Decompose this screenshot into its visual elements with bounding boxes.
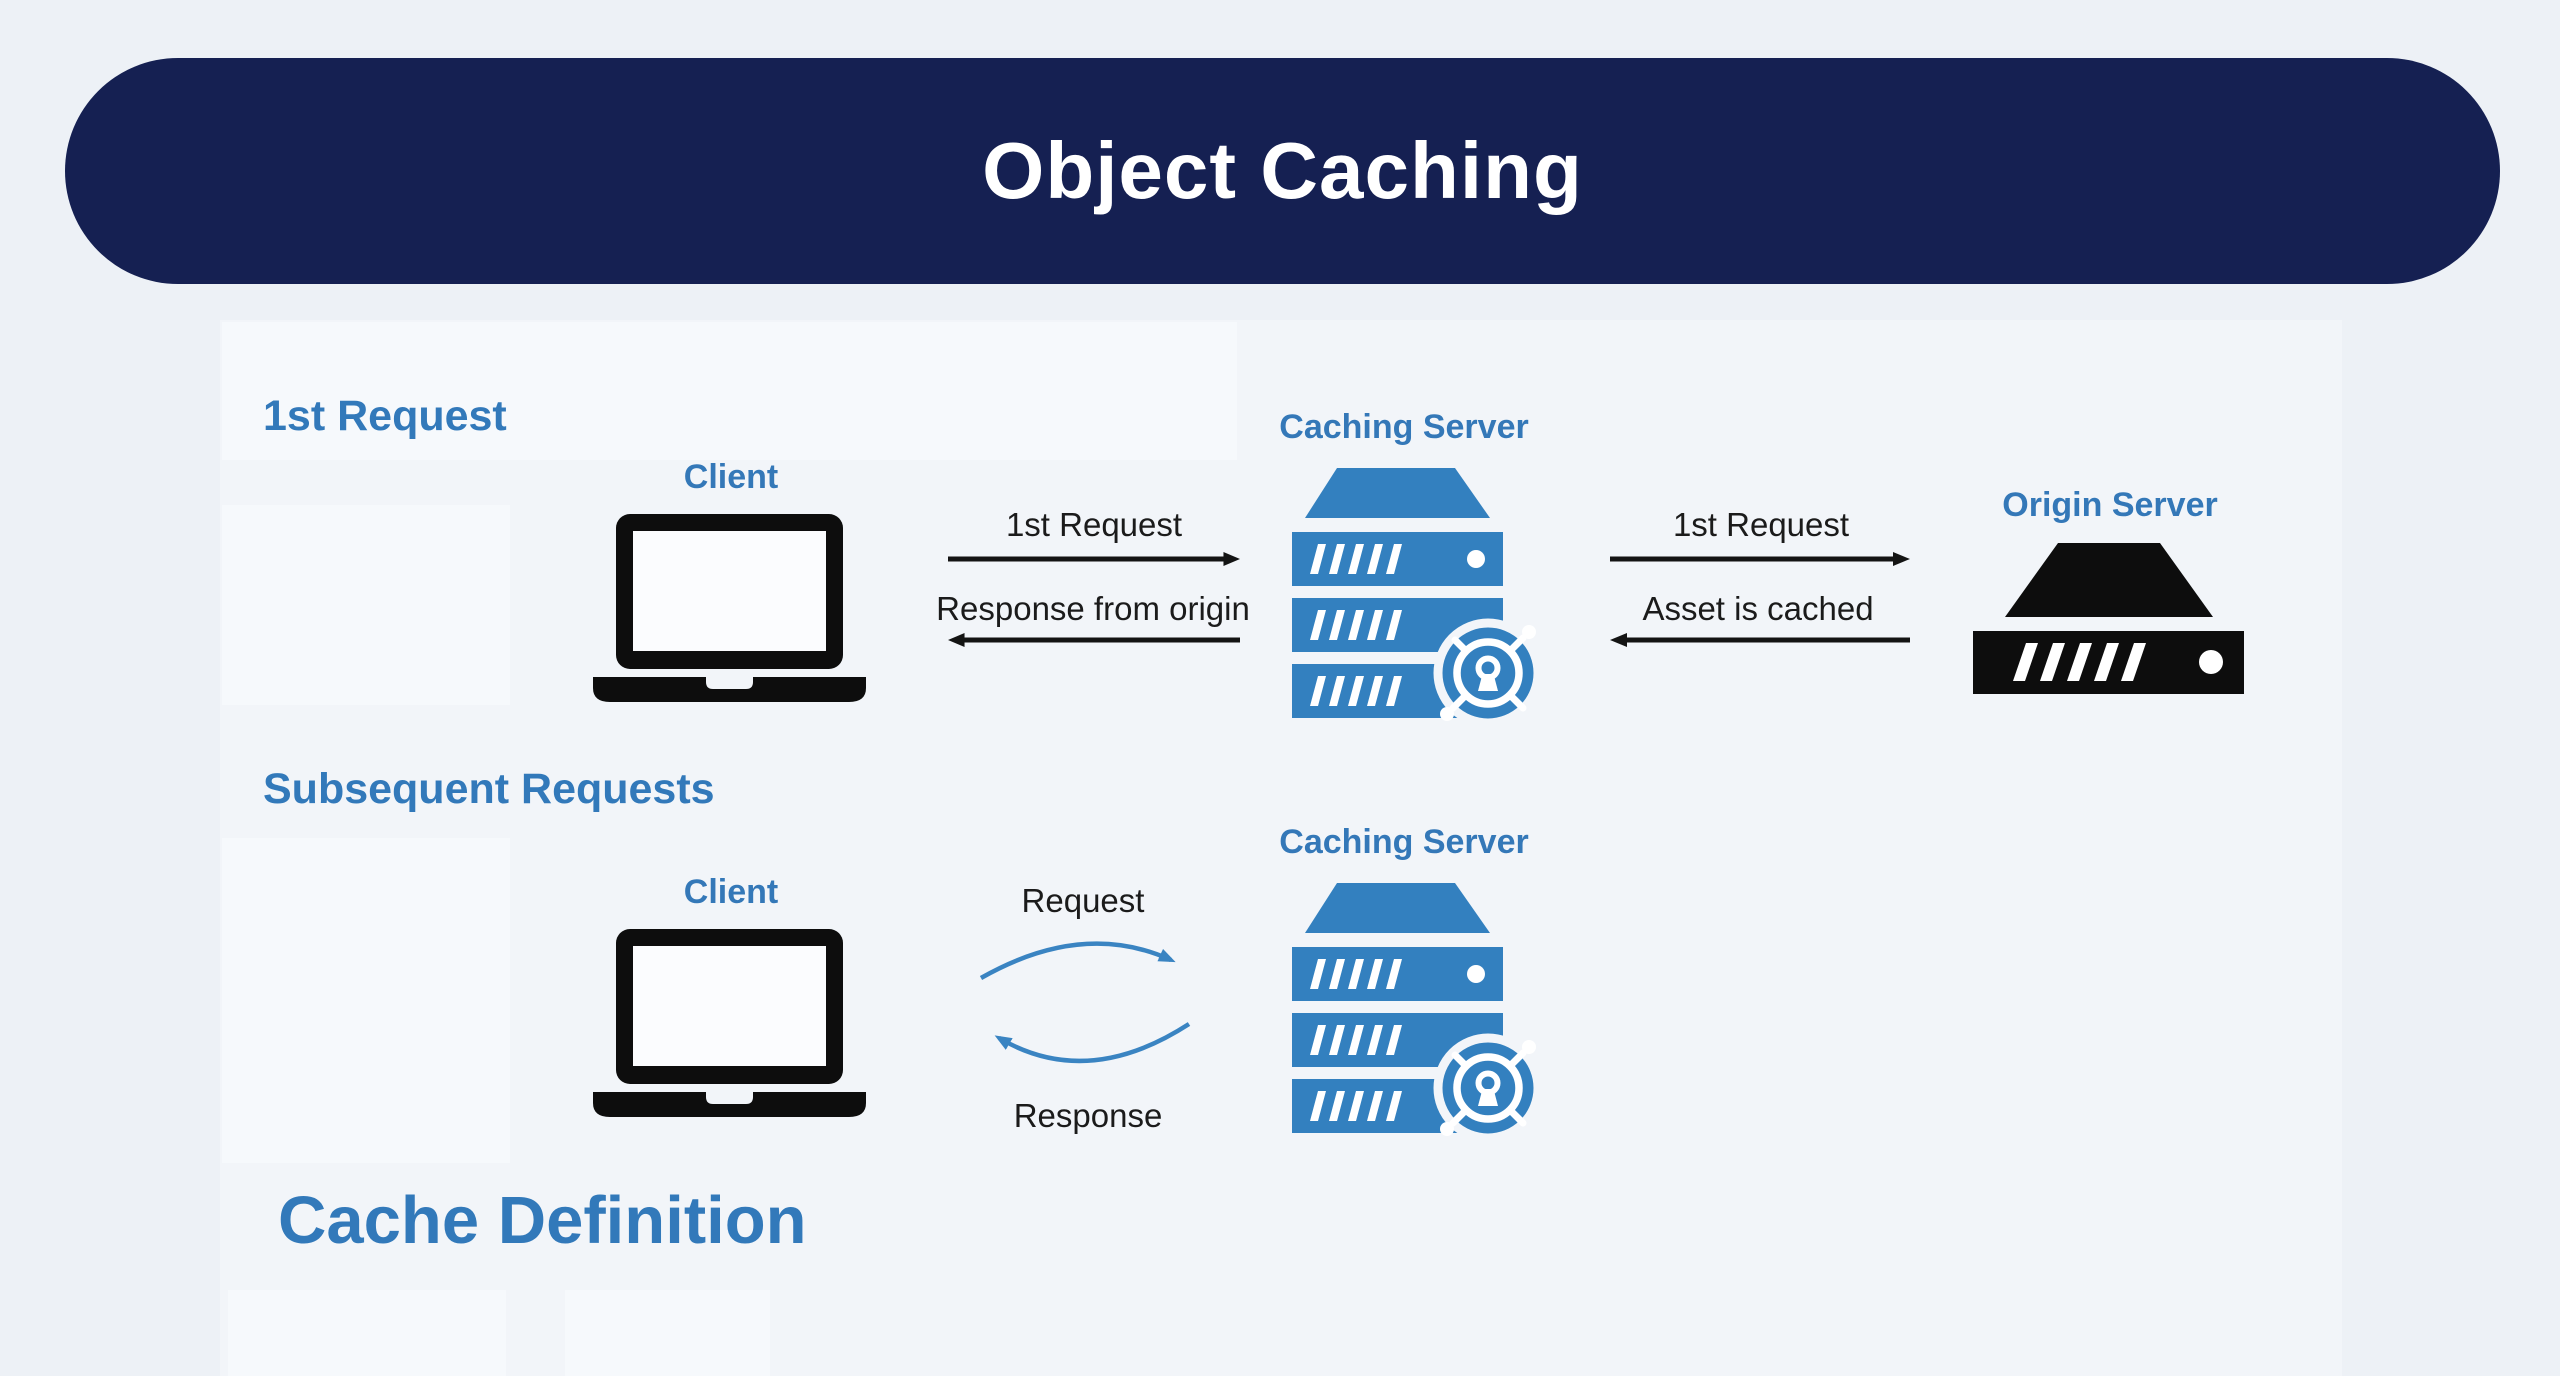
- ghost-artifact: [222, 505, 510, 705]
- laptop-icon: [593, 929, 866, 1117]
- request-arrow-label: Request: [1021, 882, 1145, 919]
- ghost-artifact: [228, 1290, 506, 1376]
- content-panel: [220, 320, 2342, 1376]
- origin-server-icon: [1973, 539, 2245, 697]
- laptop-icon: [593, 514, 866, 702]
- left-arrow-icon: [1610, 632, 1910, 648]
- right-arrow-icon: [1610, 551, 1910, 567]
- curved-left-arrow-icon: [994, 1022, 1191, 1064]
- ghost-artifact: [565, 1290, 770, 1376]
- response-arrow-label: Response: [1013, 1097, 1163, 1134]
- first-request-section-heading: 1st Request: [263, 392, 507, 440]
- caching-server-label: Caching Server: [1279, 823, 1529, 861]
- client-label: Client: [683, 458, 779, 496]
- caching-server-icon: [1290, 877, 1546, 1143]
- client-label: Client: [683, 873, 779, 911]
- right-arrow-icon: [948, 551, 1240, 567]
- cache-definition-heading: Cache Definition: [278, 1183, 807, 1258]
- subsequent-requests-section-heading: Subsequent Requests: [263, 765, 715, 813]
- caching-server-icon: [1290, 462, 1546, 728]
- page-title: Object Caching: [982, 126, 1583, 215]
- first-request-arrow-label: 1st Request: [1005, 506, 1183, 543]
- curved-right-arrow-icon: [979, 941, 1176, 980]
- origin-server-label: Origin Server: [2002, 486, 2218, 524]
- ghost-artifact: [222, 838, 510, 1163]
- response-from-origin-arrow-label: Response from origin: [936, 590, 1250, 627]
- asset-is-cached-arrow-label: Asset is cached: [1642, 590, 1874, 627]
- left-arrow-icon: [948, 632, 1240, 648]
- origin-request-arrow-label: 1st Request: [1672, 506, 1850, 543]
- header-banner: Object Caching: [65, 58, 2500, 284]
- ghost-artifact: [222, 322, 1237, 460]
- caching-server-label: Caching Server: [1279, 408, 1529, 446]
